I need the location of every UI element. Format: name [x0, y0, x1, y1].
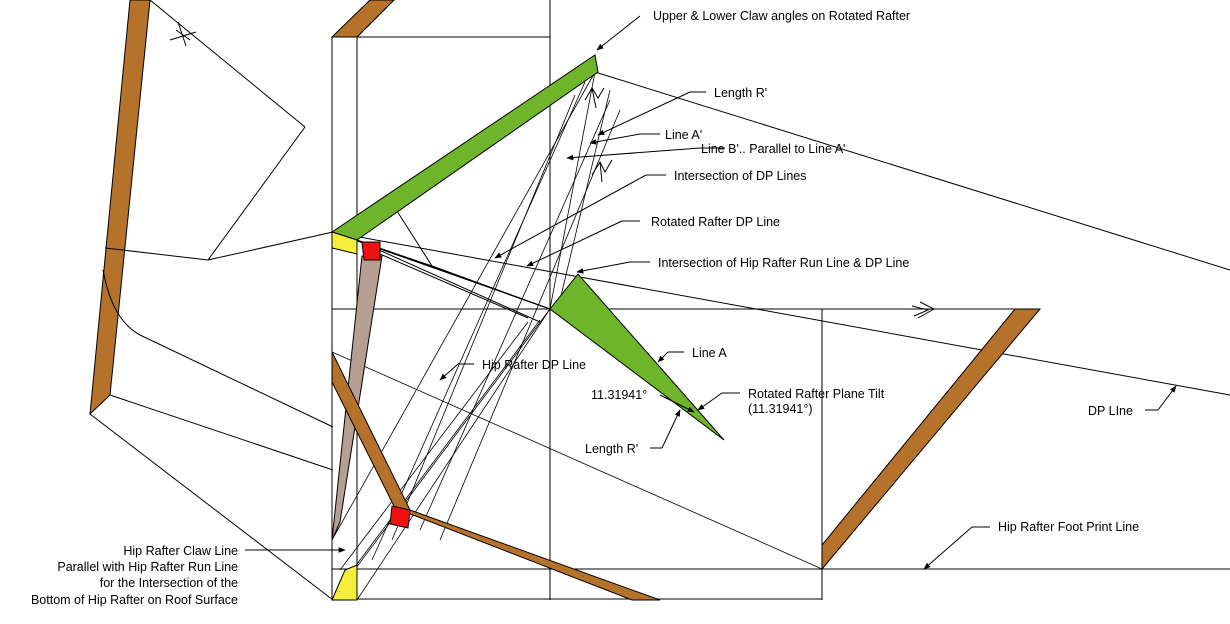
label-dp-line: DP LIne — [1088, 404, 1133, 418]
claw-symbols — [584, 87, 936, 319]
label-angle-value: 11.31941° — [591, 388, 647, 402]
leader-lines — [245, 15, 1177, 570]
label-intersection-hip-run-dp: Intersection of Hip Rafter Run Line & DP… — [658, 256, 909, 270]
label-length-r-bottom: Length R' — [585, 442, 638, 456]
label-claw-line-3: for the Intersection of the — [100, 576, 238, 590]
red-section-bottom — [389, 505, 411, 529]
label-intersection-dp: Intersection of DP Lines — [674, 169, 806, 183]
red-section-top — [361, 241, 381, 261]
left-rafter-strip — [89, 0, 151, 416]
yellow-face-top — [331, 231, 358, 255]
annotations: Upper & Lower Claw angles on Rotated Raf… — [31, 9, 1139, 607]
label-rotated-rafter-dp: Rotated Rafter DP Line — [651, 215, 780, 229]
label-foot-print: Hip Rafter Foot Print Line — [998, 520, 1139, 534]
yellow-face-bottom — [331, 564, 358, 601]
length-r-line — [594, 71, 1230, 271]
right-rafter-strip — [821, 308, 1042, 571]
label-line-a-prime: Line A' — [665, 128, 702, 142]
label-line-a: Line A — [692, 346, 727, 360]
upper-green-plane — [330, 54, 599, 241]
label-claw-line-1: Hip Rafter Claw Line — [123, 544, 238, 558]
label-plane-tilt-value: (11.31941°) — [748, 402, 813, 416]
left-claw-symbol — [169, 21, 197, 47]
label-hip-rafter-dp: Hip Rafter DP Line — [482, 358, 586, 372]
left-rotated-panel — [89, 0, 334, 601]
label-plane-tilt: Rotated Rafter Plane Tilt — [748, 387, 885, 401]
top-rafter-strip — [330, 0, 395, 38]
label-line-b-prime: Line B'.. Parallel to Line A' — [701, 142, 845, 156]
lower-green-plane — [549, 273, 725, 441]
dp-line — [331, 231, 1230, 396]
label-length-r-top: Length R' — [714, 86, 767, 100]
label-claw-angles: Upper & Lower Claw angles on Rotated Raf… — [653, 9, 910, 23]
label-claw-line-4: Bottom of Hip Rafter on Roof Surface — [31, 593, 238, 607]
label-claw-line-2: Parallel with Hip Rafter Run Line — [57, 560, 238, 574]
hip-rafter-lower — [394, 507, 661, 601]
